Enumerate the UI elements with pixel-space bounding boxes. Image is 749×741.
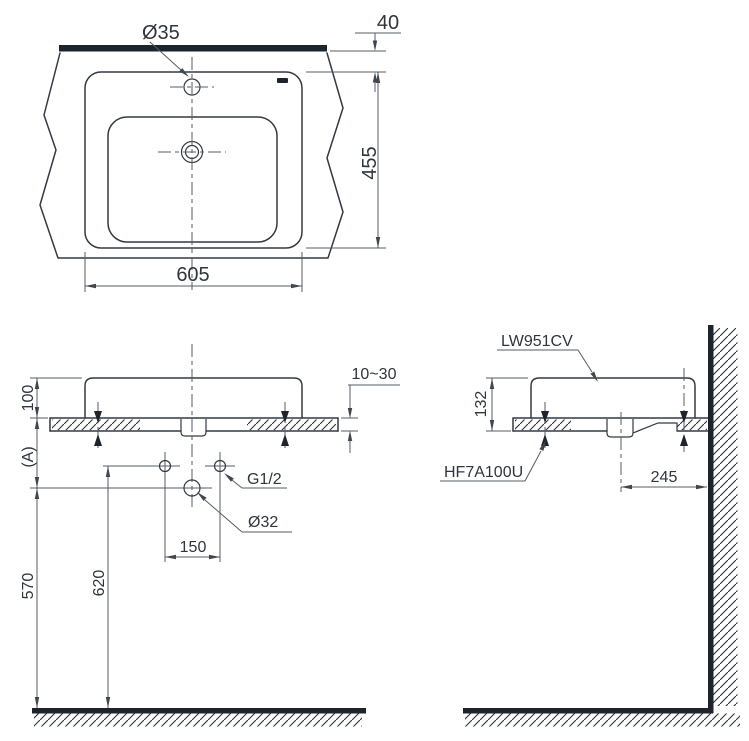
basin-side-outline — [530, 377, 696, 419]
supply-point-left — [150, 452, 180, 562]
floor-line-left — [32, 708, 366, 727]
wall-section — [708, 325, 738, 713]
dim-waste-height: 570 — [20, 573, 37, 600]
front-view: 100 (A) 570 620 — [20, 344, 400, 727]
dim-rear-offset-group: 40 — [306, 12, 401, 92]
label-supply-thread: G1/2 — [247, 471, 282, 488]
dim-supply-spacing: 150 — [180, 539, 207, 556]
dim-counter-height-ref: (A) — [20, 446, 37, 467]
centerlines-top — [158, 57, 226, 290]
side-view: LW951CV HF7A100U 132 245 — [440, 325, 740, 727]
anchor-bolt-side-right — [680, 368, 688, 452]
dim-waste-dia: Ø32 — [248, 514, 278, 531]
label-bracket-code: HF7A100U — [444, 464, 523, 481]
dim-basin-height: 132 — [473, 391, 490, 418]
basin-front-outline — [84, 377, 303, 419]
bracket-code-callout: HF7A100U — [440, 440, 546, 482]
dim-supply-height: 620 — [91, 570, 108, 597]
counter-section-front — [49, 417, 339, 437]
dim-counter-height-group: (A) — [20, 418, 40, 488]
dim-depth-group: 455 — [306, 72, 386, 249]
dim-rim-height-group: 100 — [20, 377, 82, 419]
product-code-callout: LW951CV — [497, 333, 598, 382]
anchor-bolt-side-left — [541, 402, 549, 452]
supply-thread-callout: G1/2 — [224, 471, 287, 489]
counter-section-side — [512, 417, 709, 438]
floor-line-right — [463, 708, 740, 727]
waste-dia-callout: Ø32 — [197, 492, 292, 533]
supply-point-right — [205, 452, 235, 562]
dim-counter-thickness: 10~30 — [352, 366, 397, 383]
anchor-bolt-front-right — [281, 402, 289, 452]
dim-supply-spacing-group: 150 — [165, 539, 220, 560]
drain-boss-profile — [632, 422, 678, 434]
dim-waste-to-wall: 245 — [651, 469, 678, 486]
anchor-bolt-front-left — [94, 402, 102, 452]
dim-counter-thickness-group: 10~30 — [341, 366, 400, 453]
dim-rim-height: 100 — [20, 385, 37, 412]
basin-outer-rim — [84, 71, 303, 249]
dim-faucet-hole-dia: Ø35 — [142, 22, 180, 44]
waste-stub-front — [180, 419, 207, 437]
waste-outlet-front — [183, 479, 201, 497]
dim-waste-height-group: 570 — [20, 488, 40, 708]
dim-basin-height-group: 132 — [473, 377, 528, 432]
label-product-code: LW951CV — [501, 333, 573, 350]
counter-break-outline — [39, 52, 344, 259]
dim-width: 605 — [176, 264, 209, 286]
waste-stub-side — [606, 419, 634, 438]
dim-supply-height-group: 620 — [91, 465, 152, 708]
dim-rear-offset: 40 — [377, 12, 399, 34]
dim-depth: 455 — [359, 146, 381, 179]
dim-waste-to-wall-group: 245 — [621, 469, 707, 490]
brand-logo-mark — [277, 78, 288, 83]
top-view: Ø35 40 455 — [39, 12, 401, 292]
wall-edge-section — [59, 45, 327, 52]
faucet-hole-callout: Ø35 — [142, 22, 189, 77]
dim-width-group: 605 — [84, 252, 303, 292]
